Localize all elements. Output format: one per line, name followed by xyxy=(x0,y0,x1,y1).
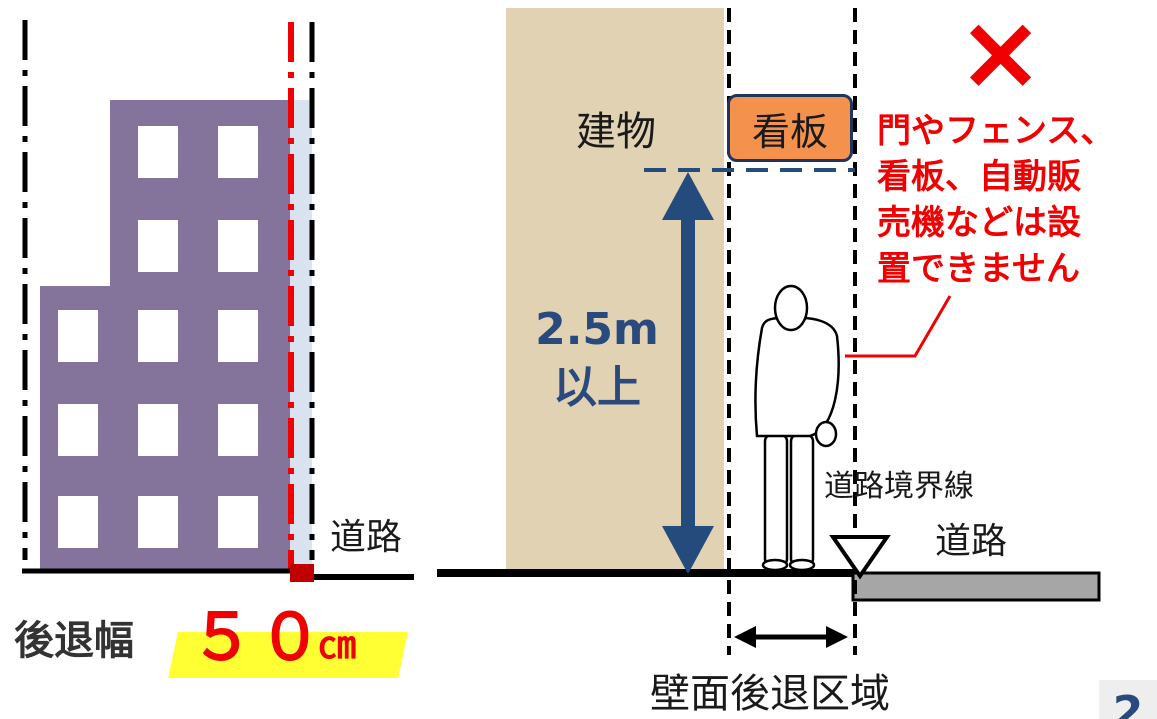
setback-strip xyxy=(290,100,312,570)
road-label-left: 道路 xyxy=(330,517,403,558)
road-slab xyxy=(851,571,1101,602)
warning-line-1: 門やフェンス、 xyxy=(877,111,1115,151)
person-figure xyxy=(754,284,840,572)
page-number: 2 xyxy=(1099,680,1157,719)
warning-x-mark: × xyxy=(957,0,1045,113)
road-label-right: 道路 xyxy=(935,521,1008,562)
setback-width-label: 後退幅 xyxy=(14,618,134,664)
setback-marker xyxy=(290,564,314,582)
setback-area-label: 壁面後退区域 xyxy=(650,671,890,717)
warning-line-4: 置できません xyxy=(877,249,1080,289)
height-suffix: 以上 xyxy=(553,362,641,413)
signboard: 看板 xyxy=(727,94,853,162)
setback-width-value: ５０ xyxy=(190,601,326,675)
warning-text: 門やフェンス、 看板、自動販 売機などは設 置できません xyxy=(877,108,1114,292)
height-arrow xyxy=(662,172,714,574)
building-label: 建物 xyxy=(576,109,656,155)
building-windows xyxy=(58,126,258,548)
height-value: 2.5m xyxy=(535,304,659,355)
setback-width-arrow xyxy=(734,626,848,648)
warning-line-3: 売機などは設 xyxy=(877,203,1081,243)
warning-leader-line xyxy=(845,295,952,358)
setback-width-unit: ㎝ xyxy=(318,623,357,667)
signboard-label: 看板 xyxy=(751,109,828,154)
boundary-triangle xyxy=(829,535,891,580)
boundary-line-label: 道路境界線 xyxy=(824,469,974,504)
warning-line-2: 看板、自動販 xyxy=(877,157,1081,197)
